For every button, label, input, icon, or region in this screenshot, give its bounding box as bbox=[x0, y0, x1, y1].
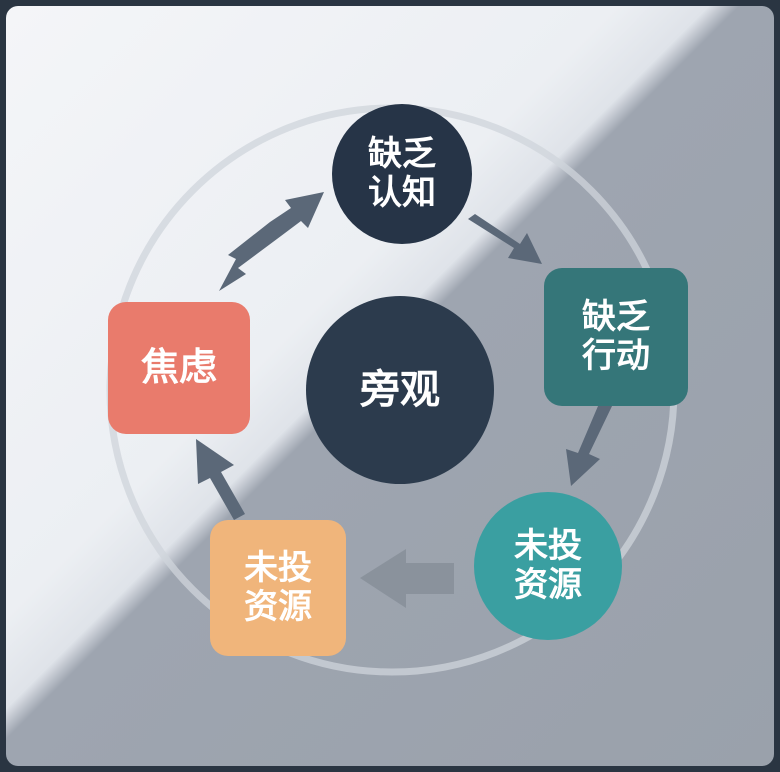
arrow-top-to-right bbox=[468, 214, 542, 264]
node-anxiety: 焦虑 bbox=[108, 302, 250, 434]
node-center-label: 旁观 bbox=[360, 367, 440, 413]
node-bottomright-line1: 未投 bbox=[514, 525, 582, 566]
node-top-line2: 认知 bbox=[368, 173, 436, 213]
arrow-bottomright-to-bottomleft bbox=[360, 549, 454, 608]
node-bottomleft-line2: 资源 bbox=[244, 587, 312, 627]
node-no-resources-right: 未投 资源 bbox=[474, 492, 622, 640]
node-left-line1: 焦虑 bbox=[140, 345, 217, 390]
node-top-line1: 缺乏 bbox=[368, 133, 436, 174]
node-lack-action: 缺乏 行动 bbox=[544, 268, 688, 406]
node-lack-awareness: 缺乏 认知 bbox=[332, 104, 472, 244]
node-center-bystander: 旁观 bbox=[306, 296, 494, 484]
diagram-panel: 缺乏 认知 缺乏 行动 未投 资源 未投 资源 焦虑 旁观 bbox=[6, 6, 774, 766]
arrow-right-to-bottomright bbox=[566, 399, 613, 486]
node-no-resources-left: 未投 资源 bbox=[210, 520, 346, 656]
arrow-left-top-bidirectional bbox=[219, 192, 324, 291]
arrow-bottomleft-to-left bbox=[196, 439, 245, 520]
node-right-line1: 缺乏 bbox=[582, 296, 650, 337]
node-right-line2: 行动 bbox=[582, 336, 650, 376]
node-bottomleft-line1: 未投 bbox=[244, 547, 312, 588]
node-bottomright-line2: 资源 bbox=[514, 565, 582, 605]
